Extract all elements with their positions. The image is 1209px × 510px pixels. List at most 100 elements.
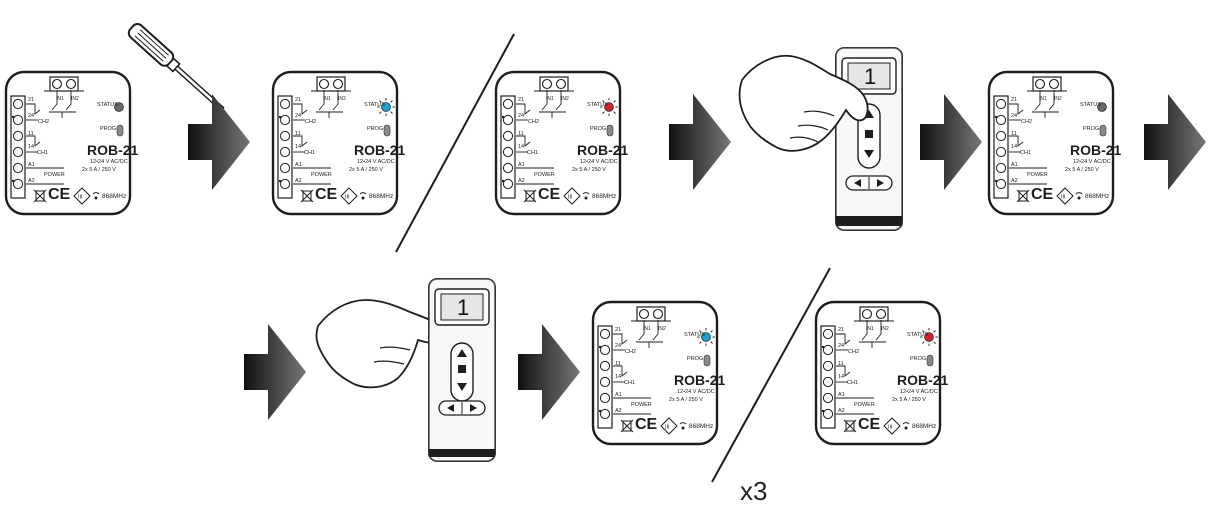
- ch2-label: CH2: [528, 119, 540, 125]
- in1-label: IN1: [643, 326, 651, 332]
- screwdriver-icon: [127, 23, 225, 112]
- power-label: POWER: [311, 172, 332, 178]
- arrow-right-icon: [188, 94, 250, 190]
- load-label: 2x 5 A / 250 V: [572, 167, 606, 173]
- terminal-14-label: 14: [1011, 144, 1018, 150]
- ce-mark: CE: [635, 416, 658, 433]
- svg-text:III: III: [1061, 195, 1066, 201]
- voltage-label: 12•24 V AC/DC: [1073, 159, 1111, 165]
- svg-text:III: III: [888, 425, 893, 431]
- arrow-right-icon: [518, 324, 580, 420]
- terminal-21-label: 21: [615, 327, 622, 333]
- ch1-label: CH1: [304, 150, 316, 156]
- status-label: STATUS: [684, 332, 705, 338]
- frequency-label: 868MHz: [912, 423, 937, 430]
- status-label: STATUS: [587, 102, 608, 108]
- ch2-label: CH2: [305, 119, 317, 125]
- remote-display-digit: 1: [457, 295, 470, 320]
- a1-label: A1: [838, 392, 845, 398]
- power-label: POWER: [854, 402, 875, 408]
- terminal-11-label: 11: [28, 131, 34, 137]
- ch1-label: CH1: [1020, 150, 1032, 156]
- ce-mark: CE: [1031, 186, 1054, 203]
- a2-label: A2: [295, 178, 302, 184]
- prog-label: PROG.: [367, 126, 385, 132]
- rob21-device: III STATUS PROG. ROB-21 12•24 V AC/DC 2x…: [987, 70, 1121, 216]
- terminal-21-label: 21: [295, 97, 302, 103]
- a1-label: A1: [1011, 162, 1018, 168]
- terminal-11-label: 11: [1011, 131, 1017, 137]
- power-label: POWER: [1027, 172, 1048, 178]
- terminal-11-label: 11: [838, 361, 844, 367]
- device-body: III: [494, 70, 622, 216]
- terminal-14-label: 14: [518, 144, 525, 150]
- terminal-24-label: 24: [1011, 113, 1018, 119]
- terminal-14-label: 14: [838, 374, 845, 380]
- svg-text:III: III: [568, 195, 573, 201]
- voltage-label: 12•24 V AC/DC: [900, 389, 938, 395]
- in1-label: IN1: [56, 96, 64, 102]
- in2-label: IN2: [561, 96, 569, 102]
- model-label: ROB-21: [897, 372, 949, 388]
- arrow-right-icon: [920, 94, 982, 190]
- terminal-11-label: 11: [295, 131, 301, 137]
- ch2-label: CH2: [1021, 119, 1033, 125]
- terminal-21-label: 21: [1011, 97, 1018, 103]
- in1-label: IN1: [546, 96, 554, 102]
- ce-mark: CE: [315, 186, 338, 203]
- load-label: 2x 5 A / 250 V: [349, 167, 383, 173]
- power-label: POWER: [44, 172, 65, 178]
- a2-label: A2: [1011, 178, 1018, 184]
- a1-label: A1: [295, 162, 302, 168]
- frequency-label: 868MHz: [369, 193, 394, 200]
- in2-label: IN2: [881, 326, 889, 332]
- device-body: III: [4, 70, 132, 216]
- voltage-label: 12•24 V AC/DC: [90, 159, 128, 165]
- ce-mark: CE: [538, 186, 561, 203]
- ch1-label: CH1: [37, 150, 49, 156]
- separator-line: [395, 33, 515, 253]
- ch1-label: CH1: [527, 150, 539, 156]
- model-label: ROB-21: [87, 142, 139, 158]
- voltage-label: 12•24 V AC/DC: [357, 159, 395, 165]
- frequency-label: 868MHz: [689, 423, 714, 430]
- svg-text:III: III: [78, 195, 83, 201]
- a1-label: A1: [615, 392, 622, 398]
- terminal-24-label: 24: [838, 343, 845, 349]
- ce-mark: CE: [858, 416, 881, 433]
- status-label: STATUS: [907, 332, 928, 338]
- load-label: 2x 5 A / 250 V: [82, 167, 116, 173]
- terminal-14-label: 14: [28, 144, 35, 150]
- terminal-11-label: 11: [615, 361, 621, 367]
- rob21-device: III STATUS PROG. ROB-21 12•24 V AC/DC 2x…: [4, 70, 138, 216]
- prog-label: PROG.: [910, 356, 928, 362]
- in1-label: IN1: [1039, 96, 1047, 102]
- a2-label: A2: [615, 408, 622, 414]
- in2-label: IN2: [338, 96, 346, 102]
- separator-line: [711, 267, 831, 483]
- a1-label: A1: [28, 162, 35, 168]
- voltage-label: 12•24 V AC/DC: [580, 159, 618, 165]
- status-label: STATUS: [364, 102, 385, 108]
- prog-label: PROG.: [590, 126, 608, 132]
- terminal-24-label: 24: [295, 113, 302, 119]
- rob21-device: III STATUS PROG. ROB-21 12•24 V AC/DC 2x…: [814, 300, 948, 446]
- terminal-24-label: 24: [28, 113, 35, 119]
- a2-label: A2: [838, 408, 845, 414]
- frequency-label: 868MHz: [1085, 193, 1110, 200]
- ch2-label: CH2: [625, 349, 637, 355]
- ch2-label: CH2: [848, 349, 860, 355]
- rob21-device: III STATUS PROG. ROB-21 12•24 V AC/DC 2x…: [494, 70, 628, 216]
- terminal-21-label: 21: [28, 97, 35, 103]
- terminal-14-label: 14: [615, 374, 622, 380]
- a2-label: A2: [28, 178, 35, 184]
- terminal-21-label: 21: [518, 97, 525, 103]
- ce-mark: CE: [48, 186, 71, 203]
- remote-control-icon: 1: [427, 277, 497, 463]
- terminal-14-label: 14: [295, 144, 302, 150]
- model-label: ROB-21: [674, 372, 726, 388]
- rob21-device: III STATUS PROG. ROB-21 12•24 V AC/DC 2x…: [591, 300, 725, 446]
- power-label: POWER: [631, 402, 652, 408]
- load-label: 2x 5 A / 250 V: [892, 397, 926, 403]
- in2-label: IN2: [1054, 96, 1062, 102]
